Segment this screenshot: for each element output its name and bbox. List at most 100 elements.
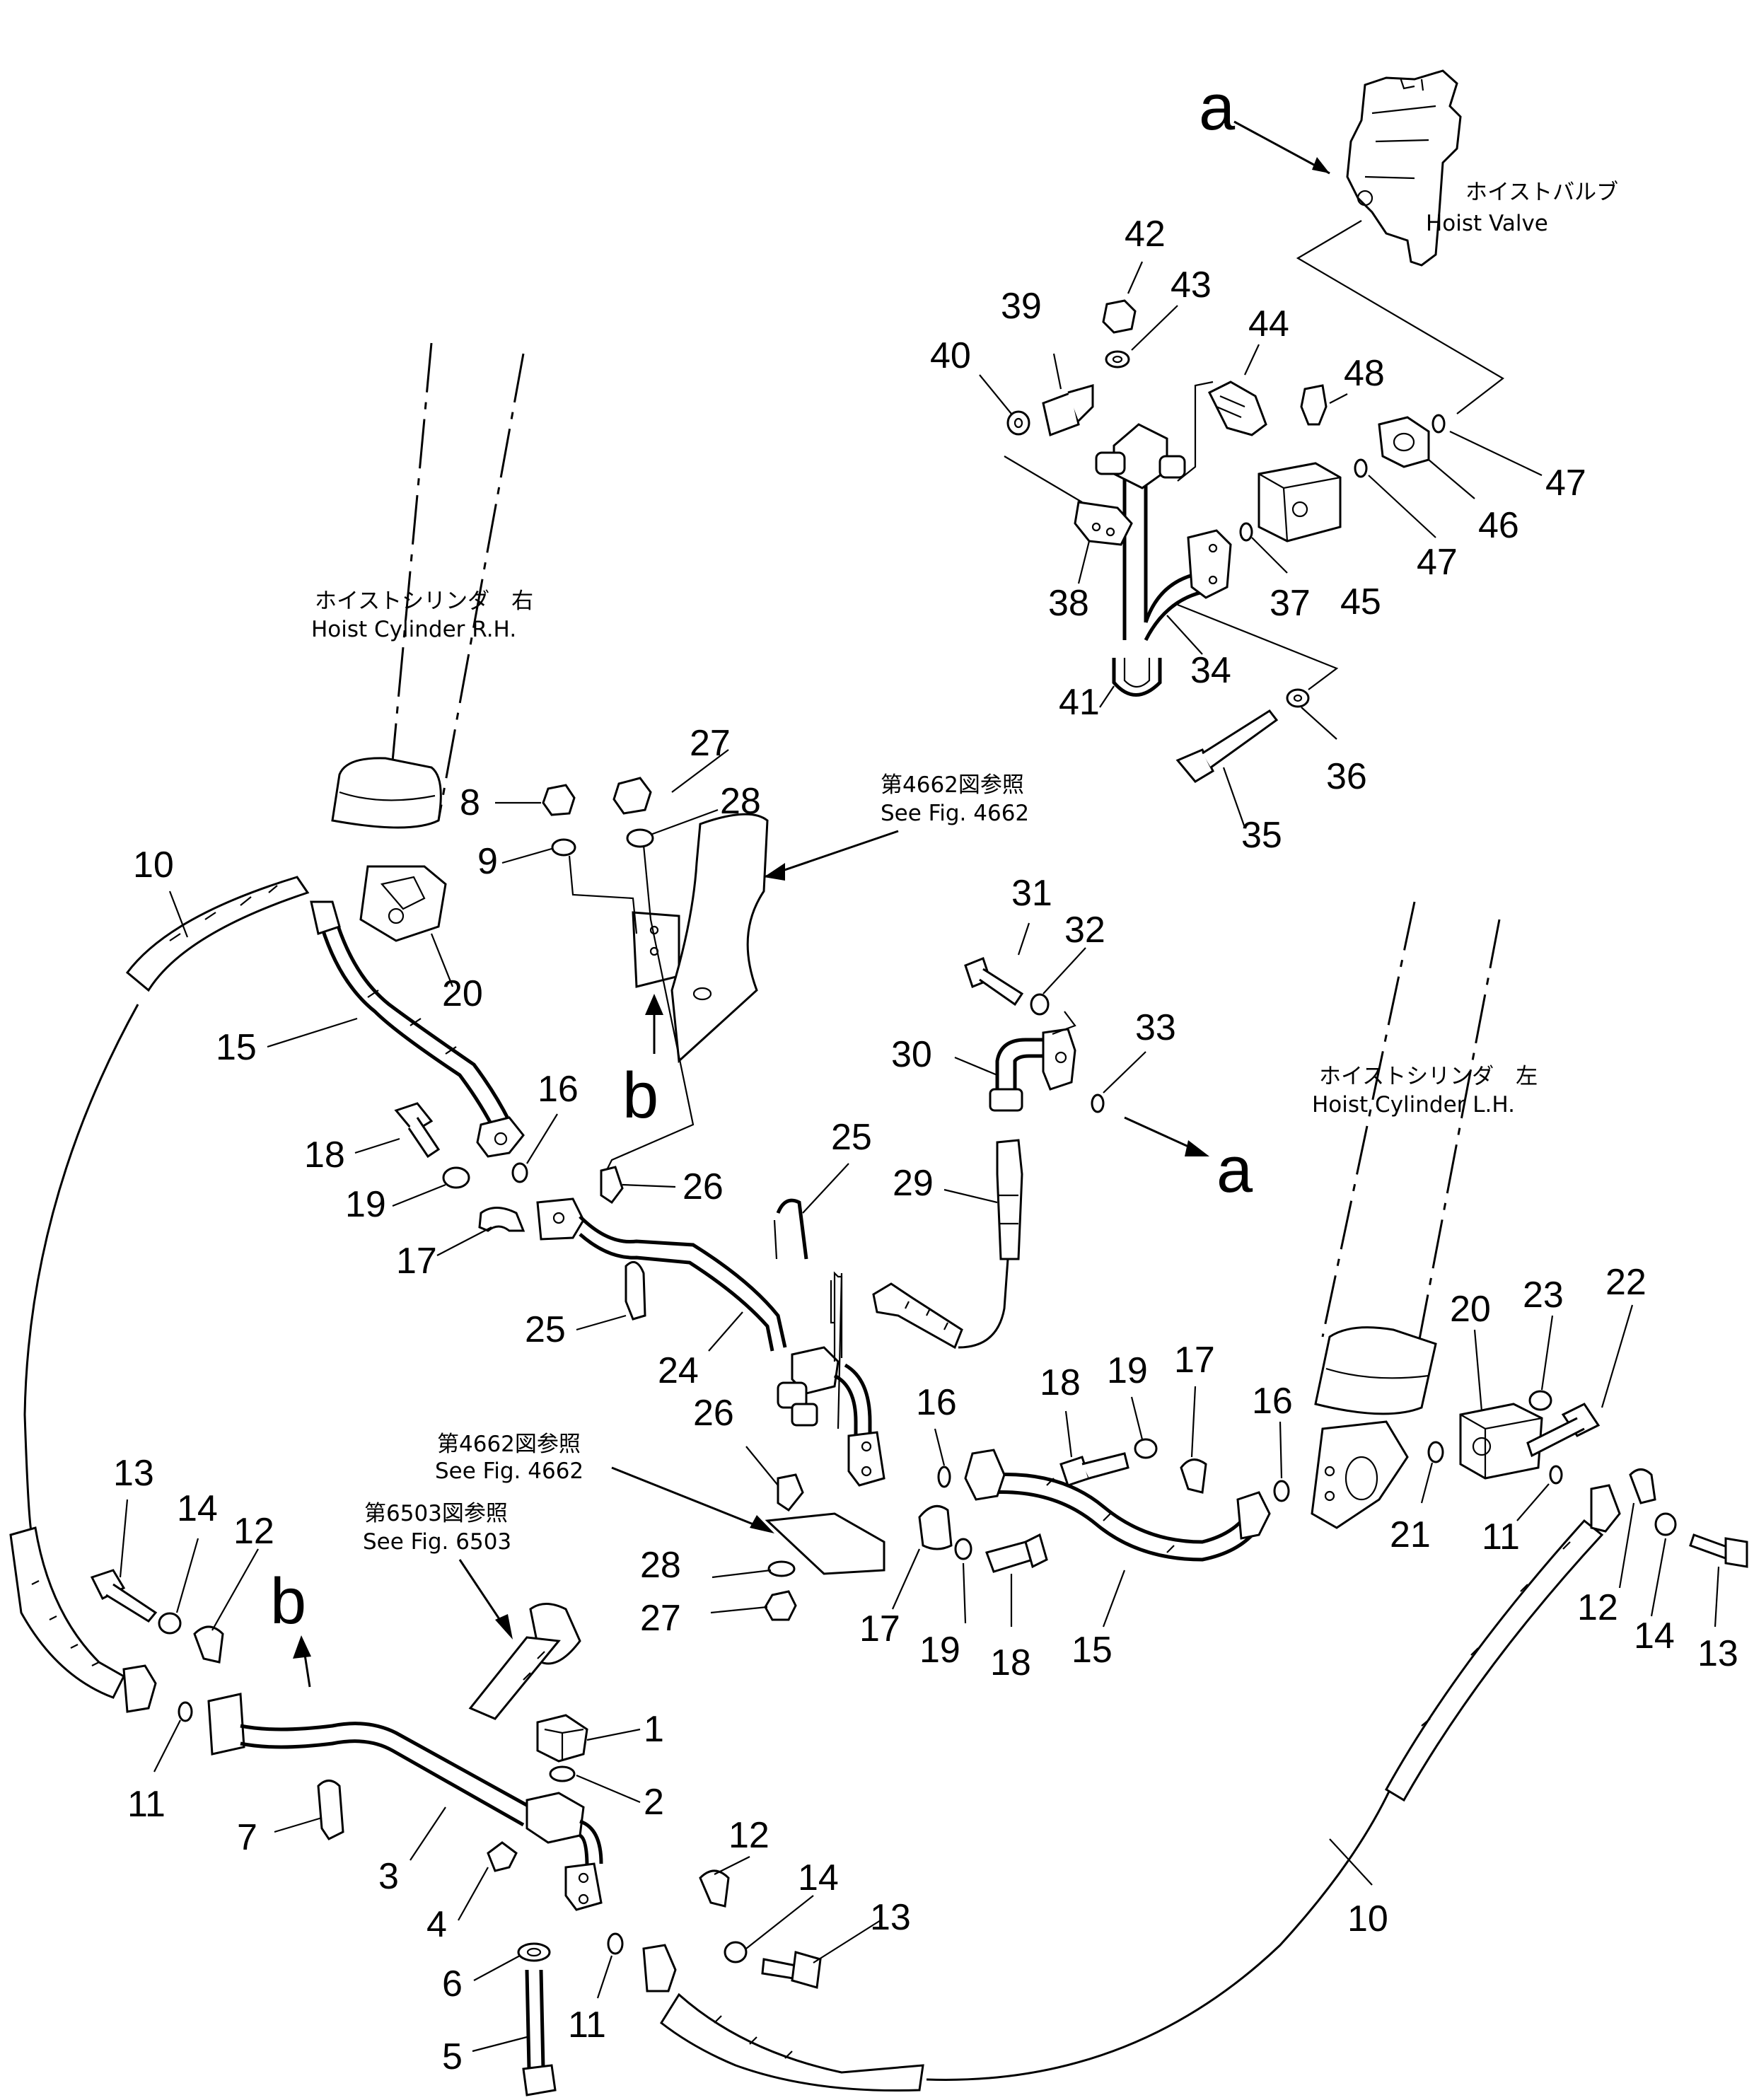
hose-10	[9, 876, 1604, 2092]
valve-port-leader	[1296, 220, 1504, 414]
bottom-left-piping	[90, 1569, 822, 2096]
part-label-32: 32	[1064, 910, 1105, 951]
part-label-42: 42	[1125, 214, 1166, 255]
part-label-14-left: 14	[177, 1488, 218, 1529]
lower-mid-fittings	[764, 1438, 1748, 1621]
part-number-leaders	[119, 261, 1720, 2053]
part-label-10-lower: 10	[1347, 1898, 1388, 1939]
part-label-37: 37	[1270, 583, 1311, 624]
part-label-30: 30	[891, 1034, 932, 1075]
part-label-12-right: 12	[1577, 1587, 1618, 1628]
part-label-3: 3	[378, 1856, 399, 1897]
part-label-5: 5	[442, 2036, 463, 2077]
part-label-28-upper: 28	[720, 781, 761, 822]
callout-b-mid: b	[622, 1060, 658, 1132]
callout-b-left: b	[270, 1565, 306, 1637]
part-label-28-lower: 28	[640, 1545, 681, 1586]
part-label-16-upper: 16	[538, 1069, 579, 1110]
washer-9	[551, 838, 576, 857]
caption-cyl-rh-en: Hoist Cylinder R.H.	[311, 617, 516, 642]
part-label-33: 33	[1135, 1007, 1176, 1048]
part-label-16-mid: 16	[916, 1382, 957, 1423]
part-label-40: 40	[930, 335, 971, 376]
part-label-23: 23	[1523, 1275, 1564, 1316]
part-label-4: 4	[426, 1904, 447, 1945]
arrowhead-ref4662-upper	[764, 863, 785, 881]
part-label-17-mid: 17	[1174, 1340, 1215, 1381]
part-label-41: 41	[1059, 682, 1100, 723]
caption-ref6503-en: See Fig. 6503	[363, 1529, 511, 1555]
part-label-8: 8	[460, 782, 480, 823]
caption-ref4662-lower-jp: 第4662図参照	[437, 1432, 581, 1457]
part-label-27-lower: 27	[640, 1598, 681, 1639]
bracket-upper	[632, 813, 769, 1064]
part-label-19-lower: 19	[919, 1630, 960, 1671]
part-label-17-lower: 17	[859, 1608, 900, 1649]
part-label-45: 45	[1340, 581, 1381, 622]
part-label-10-upper: 10	[133, 845, 174, 886]
caption-hoist-valve-jp: ホイストバルブ	[1465, 180, 1618, 205]
hoist-valve	[1346, 69, 1462, 267]
part-label-13-right: 13	[1697, 1633, 1738, 1674]
arrowhead-ref4662-lower	[750, 1515, 774, 1533]
part-label-7: 7	[237, 1817, 257, 1858]
part-label-15-upper: 15	[216, 1027, 257, 1068]
washer-28-upper	[626, 828, 654, 848]
caption-ref6503-jp: 第6503図参照	[364, 1501, 508, 1526]
part-label-25-lower: 25	[525, 1309, 566, 1350]
part-label-31: 31	[1011, 873, 1052, 914]
callout-a-top: a	[1199, 71, 1236, 144]
part-label-26-upper: 26	[683, 1166, 724, 1207]
arrowhead-ref6503	[495, 1614, 513, 1640]
hoist-cylinder-lh	[1311, 901, 1601, 1529]
caption-hoist-valve-en: Hoist Valve	[1426, 211, 1548, 236]
part-label-21: 21	[1390, 1514, 1431, 1555]
arrowhead-a-valve	[1312, 157, 1330, 173]
part-label-20-rh: 20	[442, 973, 483, 1014]
hose-15-rh	[310, 900, 525, 1158]
part-label-25-upper: 25	[831, 1117, 872, 1158]
part-label-2: 2	[644, 1782, 664, 1823]
part-label-9: 9	[477, 841, 498, 882]
part-label-35: 35	[1241, 815, 1282, 856]
bracket-assembly-lines	[568, 845, 695, 1175]
part-label-1: 1	[644, 1709, 664, 1750]
part-label-27-upper: 27	[690, 723, 731, 764]
part-label-46: 46	[1478, 505, 1519, 546]
clip-26-lower	[777, 1473, 804, 1512]
nut-27-upper	[612, 777, 652, 815]
part-label-19-upper: 19	[345, 1184, 386, 1225]
part-label-14-right: 14	[1634, 1615, 1675, 1657]
part-label-47-a: 47	[1545, 463, 1586, 504]
part-label-19-mid: 19	[1107, 1350, 1148, 1391]
part-label-38: 38	[1048, 583, 1089, 624]
arrowhead-b-mid	[645, 994, 663, 1015]
caption-cyl-lh-jp: ホイストシリンダ 左	[1319, 1064, 1538, 1089]
part-label-29: 29	[893, 1163, 934, 1204]
nut-8	[542, 784, 576, 816]
part-label-18-mid: 18	[1040, 1362, 1081, 1403]
part-label-47-b: 47	[1417, 542, 1458, 583]
part-label-17-upper: 17	[396, 1241, 437, 1282]
leader-ref4662-upper	[763, 830, 899, 878]
arrowhead-a-right	[1185, 1140, 1209, 1156]
part-label-22: 22	[1605, 1262, 1646, 1303]
part-label-20-lh: 20	[1450, 1289, 1491, 1330]
part-label-48: 48	[1344, 353, 1385, 394]
part-label-44: 44	[1248, 303, 1289, 344]
part-label-13-left: 13	[113, 1453, 154, 1494]
part-label-16-right: 16	[1252, 1381, 1293, 1422]
callout-a-right: a	[1216, 1134, 1253, 1206]
part-label-36: 36	[1326, 756, 1367, 797]
part-label-13-lower: 13	[870, 1897, 911, 1938]
part-label-15-lower: 15	[1071, 1630, 1113, 1671]
caption-ref4662-upper-en: See Fig. 4662	[881, 801, 1029, 826]
leader-ref4662-lower	[611, 1466, 772, 1533]
part-label-18-upper: 18	[304, 1135, 345, 1176]
hose-15-lh	[964, 1449, 1271, 1562]
mid-piping	[394, 957, 1105, 1487]
part-label-34: 34	[1190, 650, 1231, 691]
caption-cyl-lh-en: Hoist Cylinder L.H.	[1312, 1092, 1515, 1118]
caption-cyl-rh-jp: ホイストシリンダ 右	[315, 588, 533, 614]
part-label-18-lower: 18	[990, 1642, 1031, 1683]
